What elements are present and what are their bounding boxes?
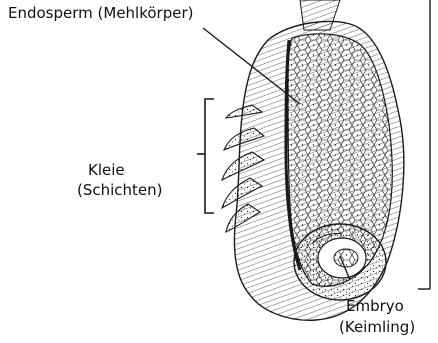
- embryo-label-line2: (Keimling): [339, 318, 415, 336]
- embryo-label-line1: Embryo: [346, 297, 404, 315]
- bran-bracket: [197, 99, 214, 213]
- side-panel-frame: [418, 0, 430, 289]
- bran-label-line1: Kleie: [88, 161, 125, 179]
- bran-label-line2: (Schichten): [77, 181, 163, 199]
- embryo-region: [294, 224, 386, 300]
- endosperm-label: Endosperm (Mehlkörper): [8, 4, 194, 22]
